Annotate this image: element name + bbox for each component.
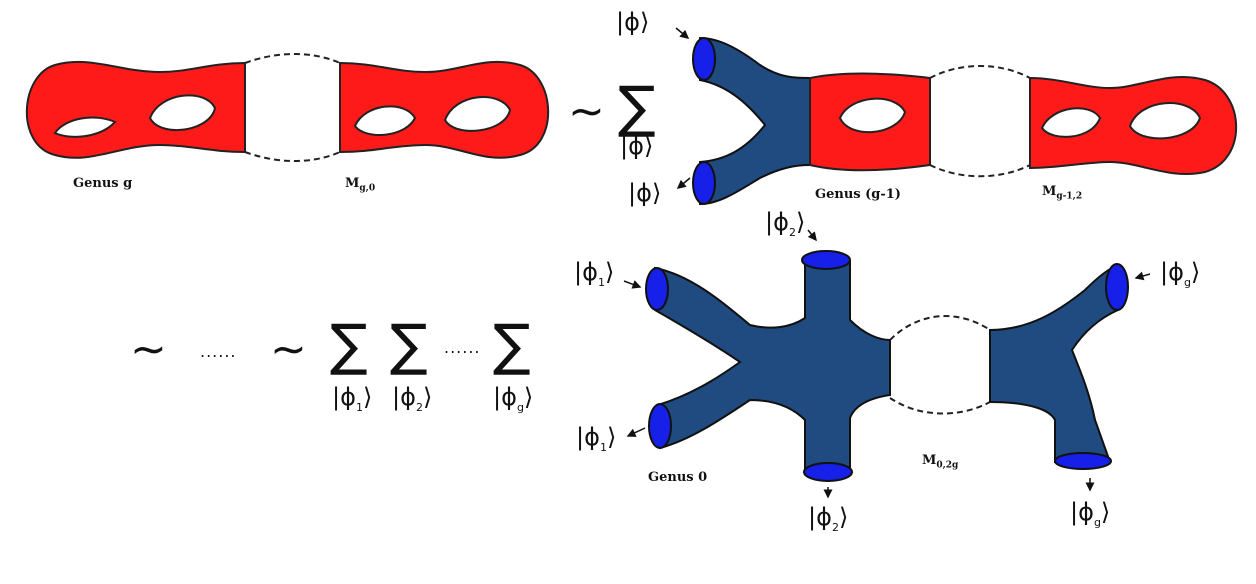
arrow-phi1-upper [623,280,642,289]
ket-sum-phig: |ϕg⟩ [493,383,534,414]
arrow-phig-right [1134,271,1151,281]
dashed-neck-top-2 [929,65,1031,79]
cap-phi2-top [801,250,851,270]
genus-g-minus-1-surface [692,36,1238,206]
arrows [623,27,1151,499]
ket-phig-bottom: |ϕg⟩ [1070,498,1111,529]
tilde-1: ∼ [568,86,605,137]
arrow-bottom-phi [676,177,691,189]
ket-phi-bottom: |ϕ⟩ [628,179,662,207]
genus-g-surface [25,53,550,162]
cap-phi2-bottom [803,462,853,482]
ket-phi1-upper: |ϕ1⟩ [574,258,615,289]
label-genus-g: Genus g [73,176,133,191]
left-pants-junction [645,250,891,482]
single-torus-segment [809,72,931,172]
ket-phi-sum: |ϕ⟩ [620,132,654,160]
ket-phi2-top: |ϕ2⟩ [765,208,806,239]
arrow-phi2-top [807,229,817,242]
label-genus-g-minus-1: Genus (g-1) [815,187,901,202]
sigma-phi1: ∑ [330,313,368,378]
ket-phig-right: |ϕg⟩ [1160,258,1201,289]
label-m-g0: Mg,0 [345,176,376,194]
dashed-neck-bottom [244,151,341,162]
right-pants-junction [989,263,1129,470]
genus-0-surface [645,250,1129,482]
cap-phi1-upper [645,267,669,311]
dashed-neck-bottom-3 [889,397,991,415]
sigma-1: ∑ [618,75,656,140]
dashed-neck-top-3 [889,315,991,341]
label-genus-0: Genus 0 [648,470,708,485]
dots-2: ...... [444,338,481,357]
dashed-neck-top [244,53,341,64]
dashed-neck-bottom-2 [929,164,1031,178]
cap-phi1-lower [648,403,672,449]
arrow-phi1-lower [626,427,646,437]
right-double-torus-segment [339,60,550,159]
sigma-phi2: ∑ [390,313,428,378]
ket-phi1-lower: |ϕ1⟩ [576,423,617,454]
label-m-g12: Mg-1,2 [1042,184,1083,202]
cap-phig-right [1105,263,1129,311]
ket-phi2-bottom: |ϕ2⟩ [808,503,849,534]
dots-1: ...... [200,342,237,361]
tilde-3: ∼ [270,324,307,375]
cap-phig-bottom [1054,452,1112,470]
ket-sum-phi1: |ϕ1⟩ [332,383,373,414]
ket-sum-phi2: |ϕ2⟩ [392,383,433,414]
sigma-phig: ∑ [493,313,531,378]
label-m-02g: M0,2g [922,453,959,471]
double-torus-segment-2 [1029,76,1238,176]
ket-phi-top: |ϕ⟩ [616,8,650,36]
upper-cap [692,37,716,81]
tilde-2: ∼ [130,324,167,375]
arrow-top-phi [675,27,690,39]
left-double-torus-segment [25,60,246,159]
lower-cap [692,161,716,205]
two-leg-blue-junction [692,36,811,206]
